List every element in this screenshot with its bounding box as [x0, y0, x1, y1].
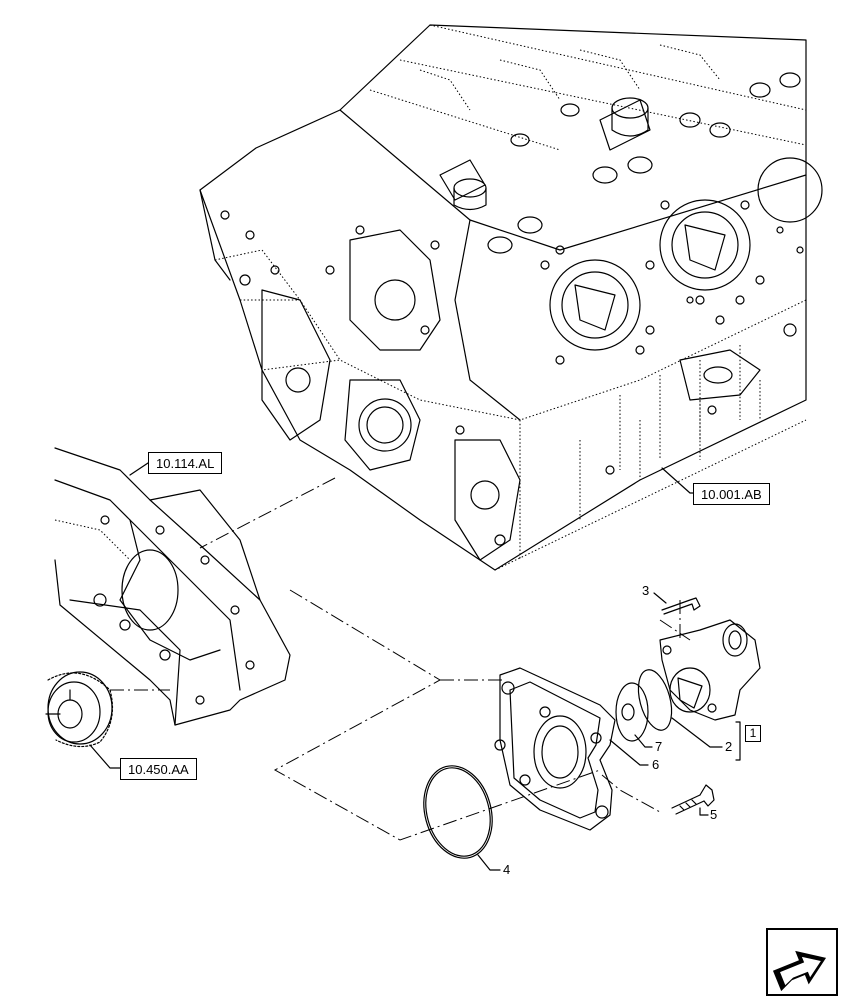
- pump-assembly-drawing: [659, 619, 761, 721]
- gasket-drawing: [615, 682, 649, 742]
- ref-label-engine-block[interactable]: 10.001.AB: [693, 483, 770, 505]
- gear-drawing: [45, 671, 113, 748]
- next-page-arrow-icon: [772, 950, 827, 992]
- front-cover-drawing: [54, 447, 291, 726]
- callout-part-3: 3: [642, 583, 650, 598]
- small-o-ring-drawing: [637, 669, 673, 731]
- ref-label-front-cover[interactable]: 10.114.AL: [148, 452, 223, 474]
- next-page-button[interactable]: [766, 928, 838, 996]
- callout-part-6: 6: [652, 757, 660, 772]
- callout-part-4: 4: [503, 862, 511, 877]
- bolt-3-drawing: [661, 597, 701, 615]
- large-o-ring-drawing: [423, 765, 493, 859]
- kit-number-box: 1: [745, 725, 761, 742]
- callout-part-2: 2: [725, 739, 733, 754]
- alignment-lines: [110, 477, 691, 841]
- pump-cover-drawing: [494, 667, 616, 831]
- engine-block-drawing: [199, 24, 823, 571]
- bolt-5-drawing: [671, 784, 715, 815]
- callout-part-7: 7: [655, 739, 663, 754]
- callout-part-5: 5: [710, 807, 718, 822]
- leader-lines: [89, 462, 741, 871]
- ref-label-gear[interactable]: 10.450.AA: [120, 758, 197, 780]
